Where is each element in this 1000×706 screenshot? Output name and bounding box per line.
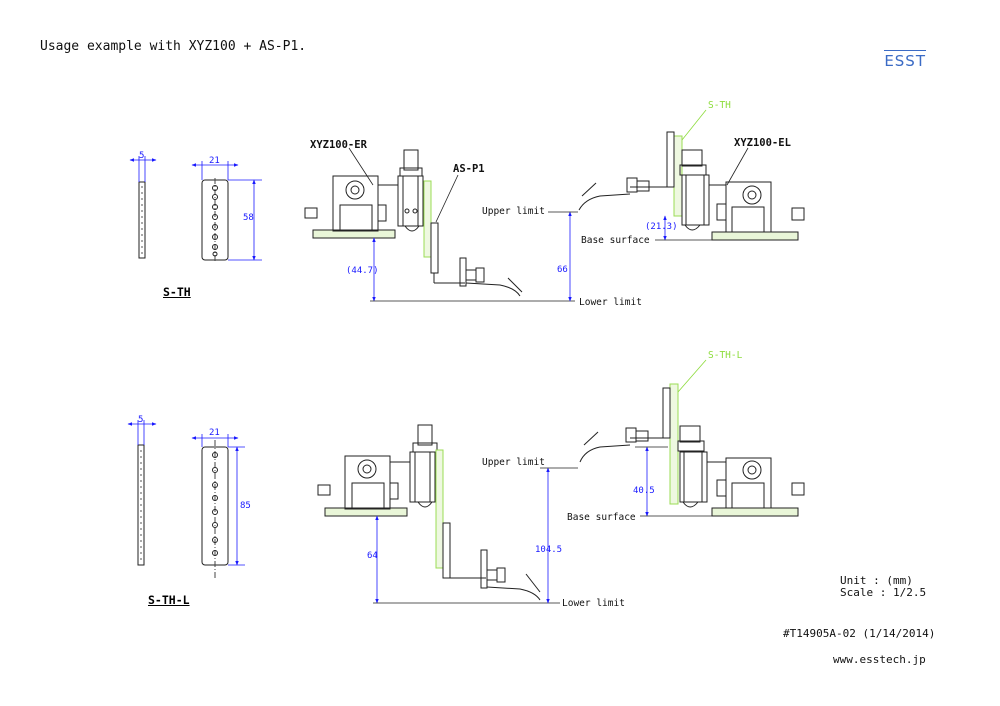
esst-logo: ESST: [884, 50, 926, 70]
dim-length-l: 85: [240, 501, 251, 511]
scale-note: Scale : 1/2.5: [840, 586, 927, 599]
xyz100-el-stage-bottom: [677, 425, 805, 517]
as-p1-arm-left: [430, 222, 523, 297]
as-p1-arm-right: [578, 131, 675, 211]
s-th-l-dimension-lines: [127, 420, 245, 566]
dim-base-offset-l: 40.5: [633, 486, 655, 496]
lower-limit-label-bottom: Lower limit: [562, 598, 625, 609]
s-th-l-bracket-right: [669, 383, 679, 505]
s-th-l-side-view: [137, 444, 145, 566]
dim-total: 66: [557, 265, 568, 275]
top-right-dimension: [655, 215, 712, 241]
xyz100-er-label: XYZ100-ER: [310, 139, 367, 151]
s-th-highlight-label: S-TH: [708, 100, 731, 111]
s-th-l-front-view: [201, 440, 229, 580]
s-th-l-highlight-label: S-TH-L: [708, 350, 743, 361]
part-name-s-th: S-TH: [163, 285, 191, 299]
dim-left-travel: (44.7): [346, 266, 379, 276]
s-th-front-view: [201, 178, 229, 262]
part-name-s-th-l: S-TH-L: [148, 593, 190, 607]
xyz100-el-stage: [679, 149, 805, 241]
base-surface-label: Base surface: [581, 235, 650, 246]
dim-thickness: 5: [139, 151, 145, 161]
drawing-title: Usage example with XYZ100 + AS-P1.: [40, 39, 307, 54]
bottom-left-dimension: [373, 467, 578, 604]
unit-note: Unit : (mm): [840, 574, 913, 587]
dim-length: 58: [243, 213, 254, 223]
top-left-dimension: [370, 211, 578, 302]
lower-limit-label: Lower limit: [579, 297, 642, 308]
xyz100-er-stage: [304, 149, 424, 239]
xyz100-er-stage-bottom: [317, 424, 438, 517]
dim-left-travel-l: 64: [367, 551, 378, 561]
base-surface-label-bottom: Base surface: [567, 512, 636, 523]
s-th-bracket-right: [673, 135, 683, 217]
dim-width: 21: [209, 156, 220, 166]
s-th-side-view: [138, 181, 146, 259]
as-p1-arm-bottom-left: [442, 522, 541, 601]
bottom-right-leader-lines: [677, 359, 707, 393]
dim-base-offset: (21.3): [645, 222, 678, 232]
bottom-right-dimension: [635, 446, 712, 517]
dim-thickness-l: 5: [138, 415, 144, 425]
website: www.esstech.jp: [833, 653, 926, 666]
as-p1-arm-bottom-right: [579, 387, 671, 463]
s-th-bracket-left: [423, 180, 432, 258]
document-id: #T14905A-02 (1/14/2014): [783, 627, 936, 640]
xyz100-el-label: XYZ100-EL: [734, 137, 791, 149]
as-p1-label: AS-P1: [453, 163, 485, 175]
top-right-leader-lines: [681, 109, 749, 186]
dim-total-l: 104.5: [535, 545, 563, 555]
upper-limit-label-bottom: Upper limit: [482, 457, 545, 468]
dim-width-l: 21: [209, 428, 220, 438]
upper-limit-label: Upper limit: [482, 206, 545, 217]
s-th-l-bracket-left: [435, 449, 444, 569]
top-left-leader-lines: [348, 147, 459, 223]
s-th-dimension-lines: [129, 156, 262, 261]
